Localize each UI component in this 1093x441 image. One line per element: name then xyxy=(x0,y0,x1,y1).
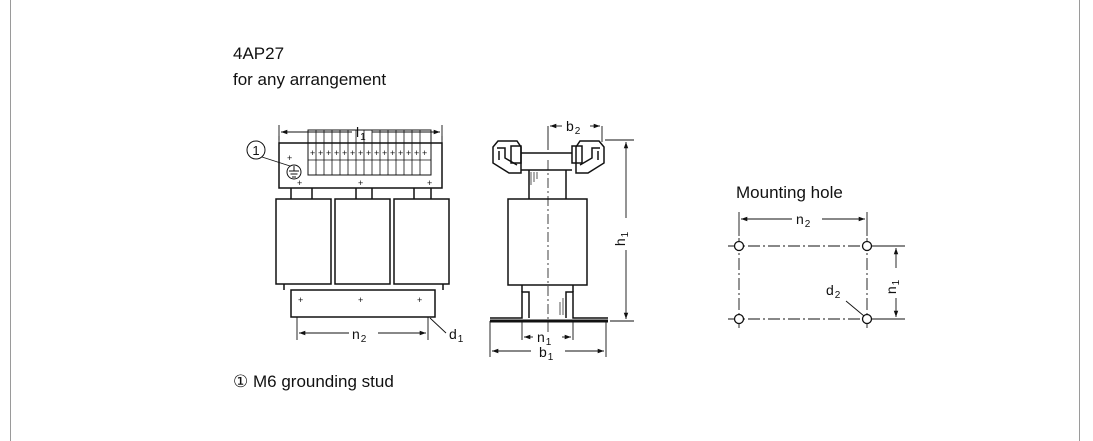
label-h1: h1 xyxy=(612,231,632,247)
label-n1-side: n1 xyxy=(537,329,552,348)
label-l1: l1 xyxy=(356,124,366,143)
mounting-hole-pattern xyxy=(728,212,905,328)
svg-text:+: + xyxy=(334,148,339,158)
svg-text:+: + xyxy=(422,148,427,158)
arrangement-subtitle: for any arrangement xyxy=(233,70,387,89)
side-hatching xyxy=(530,172,567,315)
mounting-hole-title: Mounting hole xyxy=(736,183,843,202)
grounding-callout: 1 xyxy=(246,140,291,167)
dim-b1 xyxy=(489,321,607,357)
dim-l1 xyxy=(278,125,443,143)
front-coils xyxy=(275,198,450,285)
svg-text:+: + xyxy=(310,148,315,158)
label-n1-mount: n1 xyxy=(883,279,903,295)
side-view-drawing xyxy=(490,140,608,323)
dim-n2-front xyxy=(296,317,447,340)
dim-h1 xyxy=(605,139,634,322)
label-n2-mount: n2 xyxy=(796,211,811,230)
callout-number: 1 xyxy=(252,143,259,158)
mounting-hole-top-right xyxy=(861,240,873,252)
label-b1: b1 xyxy=(539,344,554,363)
front-top-block xyxy=(278,129,443,189)
svg-text:+: + xyxy=(358,148,363,158)
drawing-frame xyxy=(10,0,1080,441)
svg-text:+: + xyxy=(350,148,355,158)
footnote: ① M6 grounding stud xyxy=(233,372,394,392)
label-d1: d1 xyxy=(449,326,464,345)
front-base xyxy=(283,284,444,318)
svg-text:+: + xyxy=(374,148,379,158)
label-d2: d2 xyxy=(826,282,841,301)
dim-b2 xyxy=(547,123,603,150)
terminal-plus-marks: +++ +++ +++ +++ +++ ++++ xyxy=(287,148,432,188)
model-title: 4AP27 xyxy=(233,44,285,63)
svg-text:+: + xyxy=(342,148,347,158)
svg-text:+: + xyxy=(298,295,303,305)
label-n2-front: n2 xyxy=(352,326,367,345)
ground-stud-icon xyxy=(286,164,302,180)
svg-text:+: + xyxy=(318,148,323,158)
mounting-hole-bottom-right xyxy=(861,313,873,325)
svg-text:+: + xyxy=(366,148,371,158)
label-b2: b2 xyxy=(566,118,581,137)
svg-text:+: + xyxy=(398,148,403,158)
svg-text:+: + xyxy=(287,153,292,163)
svg-text:+: + xyxy=(358,178,363,188)
svg-text:+: + xyxy=(382,148,387,158)
mounting-hole-bottom-left xyxy=(733,313,745,325)
svg-text:+: + xyxy=(390,148,395,158)
svg-text:+: + xyxy=(414,148,419,158)
svg-text:+: + xyxy=(427,178,432,188)
dim-n1-side xyxy=(521,321,574,340)
base-plus-marks: + + + xyxy=(298,295,422,305)
svg-text:+: + xyxy=(417,295,422,305)
svg-text:+: + xyxy=(297,178,302,188)
footnote-text: M6 grounding stud xyxy=(252,372,394,391)
svg-text:+: + xyxy=(358,295,363,305)
front-connectors xyxy=(290,188,432,199)
svg-text:+: + xyxy=(406,148,411,158)
mounting-hole-top-left xyxy=(733,240,745,252)
footnote-symbol: ① xyxy=(233,372,249,391)
svg-text:+: + xyxy=(326,148,331,158)
